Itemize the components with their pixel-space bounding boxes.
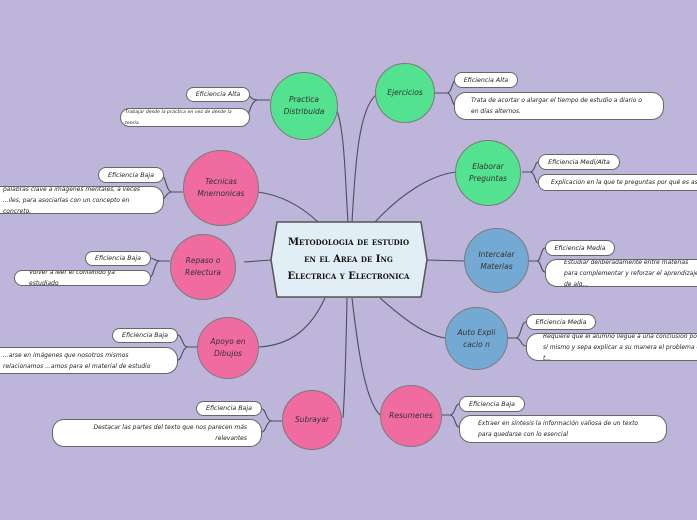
node-resumenes[interactable]: Resumenes (380, 385, 442, 447)
description-box[interactable]: ...arse en imágenes que nosotros mismos … (0, 347, 178, 374)
efficiency-label: Eficiencia Medi/Alta (548, 158, 610, 166)
description-box[interactable]: Trabajar desde la práctica en vez de des… (120, 108, 250, 127)
efficiency-badge[interactable]: Eficiencia Alta (454, 72, 518, 88)
link-intercalar (425, 259, 465, 262)
node-label: Subrayar (294, 415, 330, 424)
description-text: Destacar las partes del texto que nos pa… (93, 424, 247, 442)
efficiency-badge[interactable]: Eficiencia Baja (85, 251, 151, 266)
description-text: Extraer en síntesis la información valio… (478, 420, 639, 438)
description-box[interactable]: Explicación en la que te preguntas por q… (538, 174, 697, 191)
description-text: Trata de acortar o alargar el tiempo de … (471, 97, 642, 115)
node-practica-distribuida[interactable]: Practica Distribuida (270, 72, 338, 140)
description-box[interactable]: palabras clave a imágenes mentales, a ve… (0, 186, 164, 214)
description-text: palabras clave a imágenes mentales, a ve… (3, 186, 141, 214)
description-text: Explicación en la que te preguntas por q… (551, 179, 697, 186)
link-repaso (243, 259, 272, 263)
link-auto (379, 297, 446, 339)
efficiency-label: Eficiencia Baja (108, 171, 154, 179)
node-label: Intercalar Materias (478, 249, 515, 271)
efficiency-label: Eficiencia Baja (122, 332, 168, 339)
node-auto-explicacion[interactable]: Auto Explicacio n (445, 307, 508, 370)
node-repaso-relectura[interactable]: Repaso o Relectura (170, 234, 236, 300)
node-intercalar-materias[interactable]: Intercalar Materias (464, 228, 529, 293)
node-label: Resumenes (389, 411, 433, 420)
link-resumenes (351, 297, 381, 416)
description-text: Requiere que el alumno llegue a una conc… (543, 333, 697, 361)
efficiency-label: Eficiencia Baja (95, 255, 141, 262)
efficiency-badge[interactable]: Eficiencia Medi/Alta (538, 154, 620, 170)
description-box[interactable]: Trata de acortar o alargar el tiempo de … (454, 92, 664, 120)
node-elaborar-preguntas[interactable]: Elaborar Preguntas (455, 140, 521, 206)
node-label: Tecnicas Mnemonicas (197, 177, 245, 198)
description-box[interactable]: Requiere que el alumno llegue a una conc… (526, 333, 697, 361)
node-ejercicios[interactable]: Ejercicios (375, 63, 435, 123)
central-topic-border (270, 221, 428, 298)
description-box[interactable]: Estudiar deliberadamente entre materias … (545, 259, 697, 287)
efficiency-label: Eficiencia Baja (469, 400, 515, 408)
description-box[interactable]: Volver a leer el contenido ya estudiado (14, 270, 151, 286)
node-label: Elaborar Preguntas (469, 162, 507, 183)
efficiency-badge[interactable]: Eficiencia Baja (459, 396, 525, 412)
link-apoyo (258, 297, 326, 348)
link-ejercicios (351, 94, 377, 223)
node-label: Apoyo en Dibujos (210, 337, 246, 358)
description-text: Estudiar deliberadamente entre materias … (564, 259, 697, 287)
efficiency-label: Eficiencia Media (535, 318, 587, 326)
node-subrayar[interactable]: Subrayar (282, 390, 342, 450)
description-text: Trabajar desde la práctica en vez de des… (125, 109, 232, 126)
node-label: Auto Explicacio n (457, 327, 496, 349)
node-label: Practica Distribuida (283, 95, 325, 116)
description-text: ...arse en imágenes que nosotros mismos … (3, 351, 151, 370)
efficiency-badge[interactable]: Eficiencia Media (545, 240, 615, 256)
description-box[interactable]: Destacar las partes del texto que nos pa… (52, 419, 262, 447)
description-text: Volver a leer el contenido ya estudiado (29, 270, 115, 286)
description-box[interactable]: Extraer en síntesis la información valio… (459, 415, 667, 443)
central-topic-label: Metodologia de estudio en el Area de Ing… (287, 236, 410, 282)
efficiency-badge[interactable]: Eficiencia Baja (98, 167, 164, 183)
link-tecnicas (257, 191, 319, 223)
efficiency-badge[interactable]: Eficiencia Baja (196, 401, 262, 416)
node-label: Repaso o Relectura (184, 256, 222, 277)
link-practica (335, 107, 349, 223)
efficiency-badge[interactable]: Eficiencia Media (526, 314, 596, 330)
efficiency-label: Eficiencia Media (554, 244, 606, 252)
efficiency-badge[interactable]: Eficiencia Baja (112, 328, 178, 343)
node-apoyo-dibujos[interactable]: Apoyo en Dibujos (197, 317, 259, 379)
link-elaborar (374, 171, 457, 223)
node-tecnicas-mnemonicas[interactable]: Tecnicas Mnemonicas (183, 150, 259, 226)
efficiency-label: Eficiencia Baja (206, 405, 252, 412)
efficiency-badge[interactable]: Eficiencia Alta (186, 87, 250, 102)
efficiency-label: Eficiencia Alta (195, 91, 241, 98)
central-topic[interactable]: Metodologia de estudio en el Area de Ing… (271, 222, 426, 296)
efficiency-label: Eficiencia Alta (463, 76, 509, 84)
link-subrayar (342, 297, 348, 419)
node-label: Ejercicios (387, 88, 423, 97)
